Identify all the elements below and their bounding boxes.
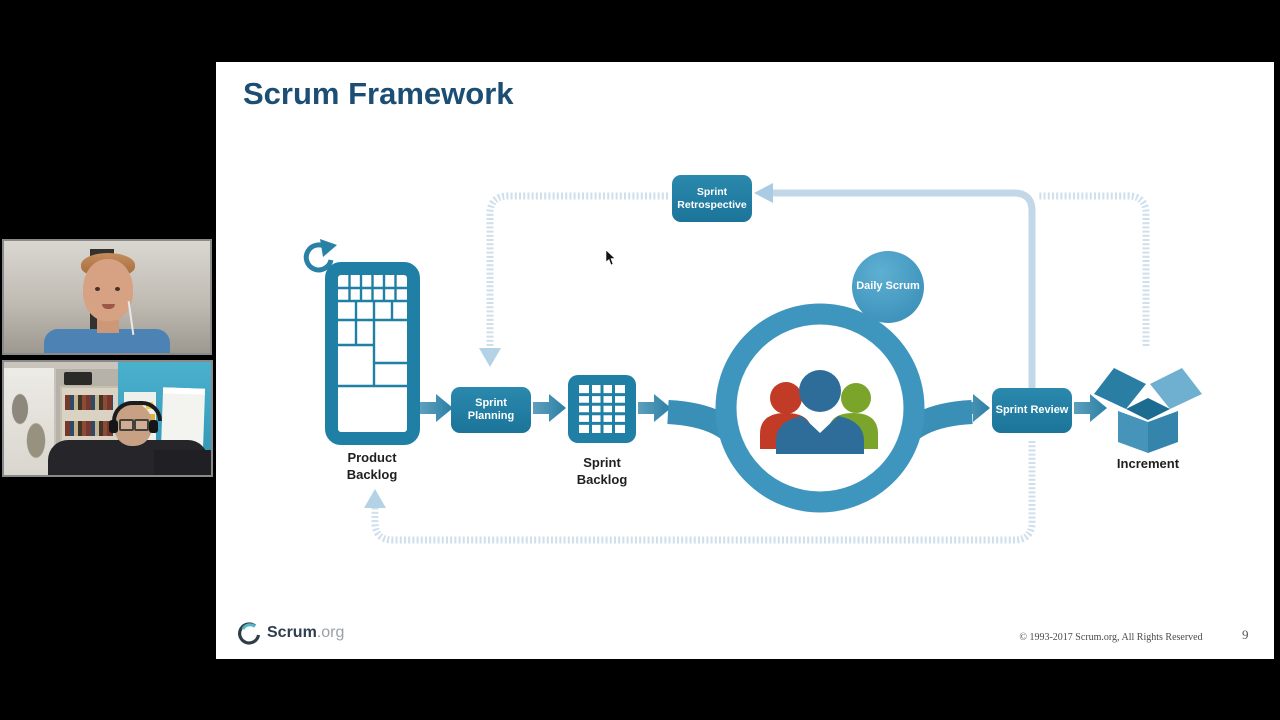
speaker2-window-trees xyxy=(8,382,48,472)
sprint-review-box: Sprint Review xyxy=(992,388,1072,433)
mouse-cursor-icon xyxy=(605,250,616,266)
sprint-backlog-grid xyxy=(579,385,625,433)
speaker2-books xyxy=(65,421,113,436)
feedback-loop-lines xyxy=(364,183,1150,544)
product-backlog-grid xyxy=(338,275,407,388)
speaker2-shelf-item xyxy=(64,372,92,385)
speaker2-books xyxy=(65,395,113,410)
scrum-org-logo-icon xyxy=(238,622,261,645)
scrum-org-logo: Scrum.org xyxy=(235,620,344,646)
speaker2-shoulder xyxy=(154,450,211,475)
refresh-loop-icon xyxy=(303,239,337,273)
logo-text: Scrum xyxy=(267,624,317,641)
product-backlog-label: Product Backlog xyxy=(346,450,398,482)
daily-scrum-badge: Daily Scrum xyxy=(852,251,924,323)
scrum-team-icon xyxy=(760,370,878,454)
copyright-text: © 1993-2017 Scrum.org, All Rights Reserv… xyxy=(1019,632,1203,643)
page-number: 9 xyxy=(1242,627,1249,642)
speaker2-glasses xyxy=(134,419,149,431)
sprint-backlog-icon xyxy=(568,375,636,443)
page-title: Scrum Framework xyxy=(243,76,514,111)
speaker2-headset-earcup xyxy=(109,420,118,433)
speaker2-ceiling xyxy=(4,362,118,369)
slide-scrum-framework: Scrum Framework xyxy=(216,62,1274,659)
sprint-backlog-label: Sprint Backlog xyxy=(576,455,628,487)
webcam-video-speaker-2[interactable] xyxy=(2,360,213,477)
speaker1-neck xyxy=(97,317,119,333)
speaker1-shirt xyxy=(44,329,170,353)
product-backlog-icon xyxy=(325,262,420,445)
speaker2-headset-earcup xyxy=(149,420,158,433)
speaker2-glasses xyxy=(119,419,134,431)
increment-label: Increment xyxy=(1116,456,1180,471)
increment-box-icon xyxy=(1094,368,1202,453)
speaker1-eye xyxy=(95,287,100,291)
sprint-planning-box: Sprint Planning xyxy=(451,387,531,433)
speaker2-window xyxy=(4,368,56,475)
speaker1-face xyxy=(83,259,133,321)
speaker1-eye xyxy=(115,287,120,291)
flow-arrow-icons xyxy=(420,394,1107,422)
webcam-video-speaker-1[interactable] xyxy=(2,239,212,355)
scrum-diagram xyxy=(303,183,1202,544)
logo-suffix: .org xyxy=(316,624,345,641)
speaker1-mouth xyxy=(102,304,115,309)
sprint-retrospective-box: Sprint Retrospective xyxy=(672,175,752,222)
